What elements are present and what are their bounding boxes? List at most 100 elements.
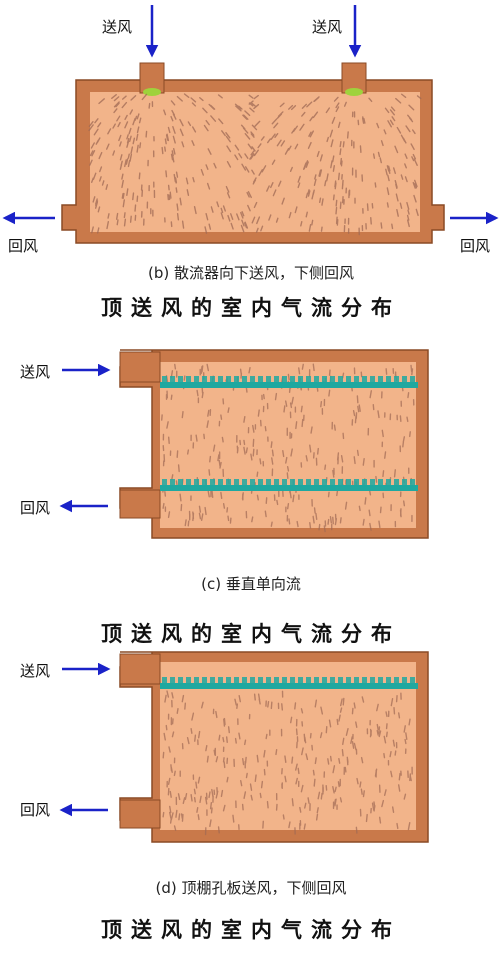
airflow-streak [251,169,255,175]
airflow-streak [282,814,285,820]
airflow-streak [245,447,248,454]
airflow-streak [253,201,258,209]
airflow-streak [301,418,304,428]
airflow-streak [245,386,248,393]
airflow-streak [410,143,415,151]
airflow-streak [248,94,254,99]
airflow-streak [168,746,171,753]
airflow-streak [205,119,210,126]
airflow-streak [204,226,208,234]
airflow-streak [91,226,94,234]
airflow-streak [136,113,140,120]
airflow-streak [250,102,256,107]
filter-tooth [402,479,407,487]
airflow-streak [283,405,286,413]
filter-tooth [322,376,327,384]
airflow-streak [356,777,359,785]
supply-label: 送风 [20,363,51,381]
airflow-streak [221,436,224,443]
airflow-streak [119,154,123,161]
supply-duct [119,351,161,383]
airflow-streak [260,225,264,232]
airflow-streak [412,181,416,189]
airflow-streak [326,173,329,182]
airflow-streak [112,123,116,129]
airflow-streak [334,517,338,526]
airflow-streak [329,755,332,762]
airflow-streak [250,131,255,136]
airflow-streak [282,450,285,458]
airflow-streak [170,153,174,161]
airflow-streak [208,223,212,230]
airflow-streak [300,221,303,227]
airflow-streak [284,147,290,155]
airflow-streak [309,522,312,529]
airflow-streak [251,146,256,152]
airflow-streak [404,176,408,183]
airflow-streak [176,95,183,102]
airflow-streak [126,140,130,148]
airflow-streak [121,95,127,100]
airflow-streak [220,207,224,214]
panel-d-diagram: 送风 回风 (d) 顶棚孔板送风，下侧回风 顶送风的室内气流分布 [0,650,502,953]
airflow-streak [265,733,268,740]
airflow-streak [383,789,387,796]
airflow-streak [249,783,253,791]
airflow-streak [391,806,395,813]
airflow-streak [97,122,102,128]
airflow-streak [391,223,394,230]
airflow-streak [397,712,401,719]
airflow-streak [169,811,172,819]
airflow-streak [335,106,340,113]
airflow-streak [289,402,293,409]
filter-tooth [250,677,255,685]
airflow-streak [319,169,323,177]
airflow-streak [211,489,214,499]
filter-tooth [298,376,303,384]
airflow-streak [286,465,290,472]
airflow-streak [404,163,407,169]
airflow-streak [218,734,221,741]
airflow-streak [250,133,255,138]
airflow-streak [225,135,231,143]
filter-tooth [274,677,279,685]
airflow-streak [243,415,246,423]
airflow-streak [302,162,307,170]
airflow-streak [209,801,213,810]
airflow-streak [276,139,282,147]
airflow-streak [272,189,277,197]
filter-tooth [354,479,359,487]
airflow-streak [225,185,230,193]
airflow-streak [339,157,343,165]
airflow-streak [380,222,383,229]
airflow-streak [407,209,410,215]
airflow-streak [399,202,403,209]
airflow-streak [178,813,181,821]
filter-tooth [346,376,351,384]
airflow-streak [166,690,170,698]
airflow-streak [389,751,392,758]
airflow-streak [182,797,186,805]
airflow-streak [316,150,320,158]
airflow-streak [324,180,327,187]
filter-tooth [314,376,319,384]
filter-tooth [402,677,407,685]
airflow-streak [403,725,406,733]
airflow-streak [382,470,385,478]
airflow-streak [89,150,94,157]
filter-tooth [226,479,231,487]
airflow-streak [381,429,384,438]
airflow-streak [313,96,320,102]
filter-tooth [362,376,367,384]
airflow-streak [225,736,228,744]
airflow-streak [402,441,405,448]
airflow-streak [254,120,261,127]
filter-tooth [202,479,207,487]
airflow-streak [243,439,246,446]
airflow-streak [316,447,319,455]
airflow-streak [88,121,94,128]
airflow-streak [297,767,300,775]
airflow-streak [169,790,172,798]
airflow-streak [373,801,376,808]
airflow-streak [244,739,247,746]
